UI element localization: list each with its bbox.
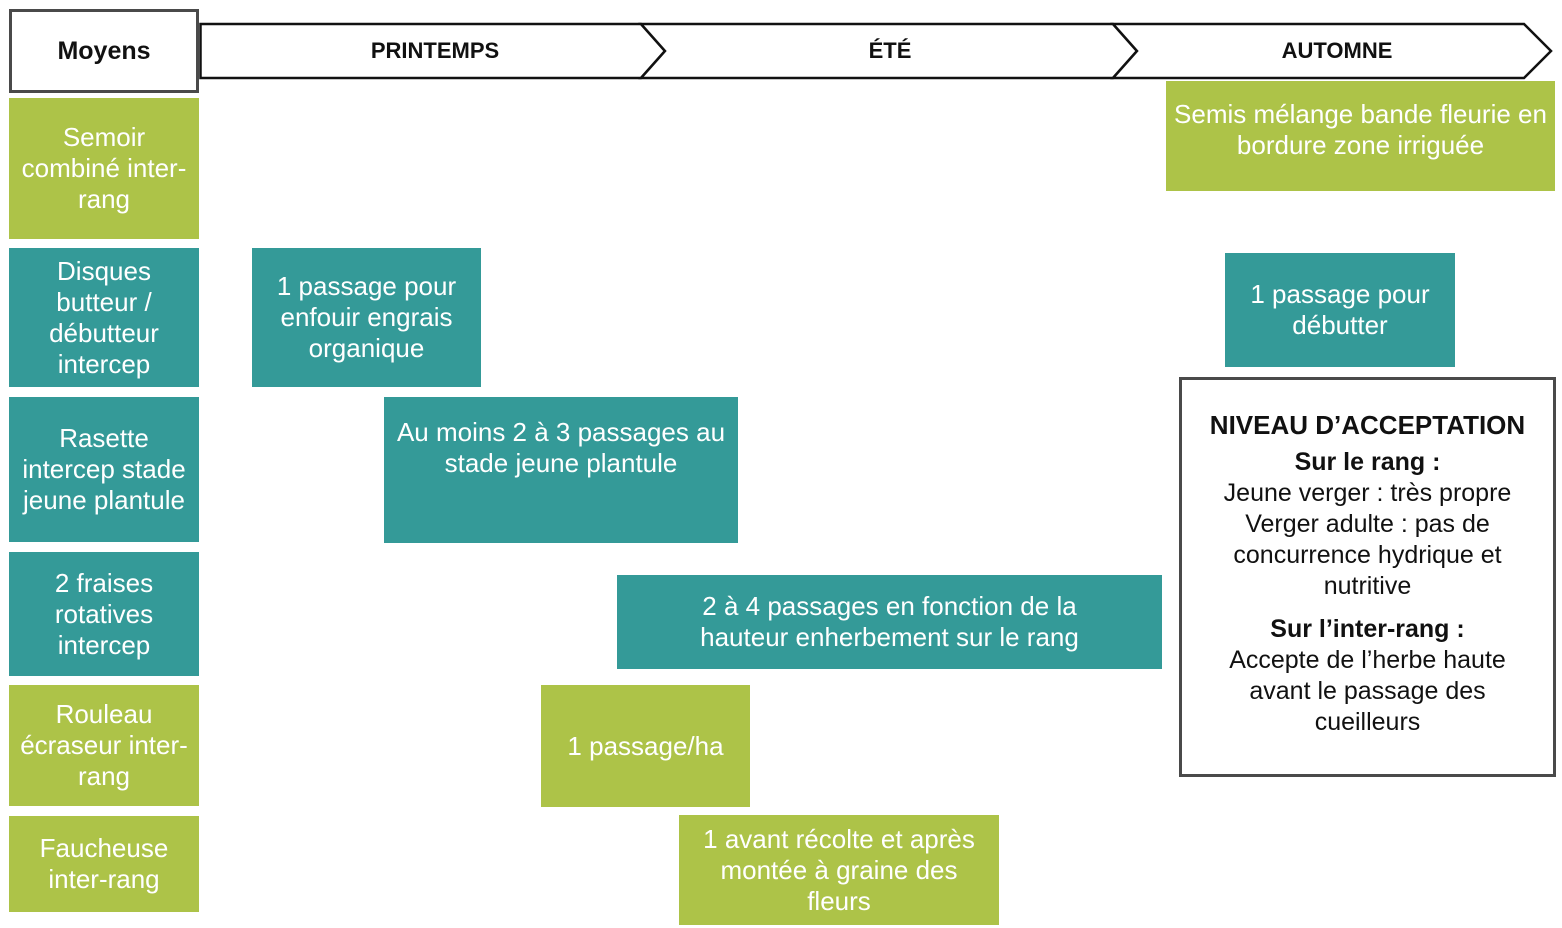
- action-enfouir-engrais: 1 passage pour enfouir engrais organique: [252, 248, 481, 387]
- acceptance-level-panel: NIVEAU D’ACCEPTATION Sur le rang : Jeune…: [1179, 377, 1556, 777]
- action-faucheuse-passage: 1 avant récolte et après montée à graine…: [679, 815, 999, 925]
- acceptance-interrang-text: Accepte de l’herbe haute avant le passag…: [1229, 646, 1506, 736]
- tool-fraises-rotatives: 2 fraises rotatives intercep: [9, 552, 199, 676]
- tool-faucheuse: Faucheuse inter-rang: [9, 816, 199, 912]
- action-rouleau-passage: 1 passage/ha: [541, 685, 750, 807]
- action-debutter: 1 passage pour débutter: [1225, 253, 1455, 367]
- season-timeline-arrows: [199, 22, 1553, 80]
- action-semis-bande-fleurie: Semis mélange bande fleurie en bordure z…: [1166, 81, 1555, 191]
- tool-semoir-combine: Semoir combiné inter-rang: [9, 98, 199, 239]
- action-rasette-passages: Au moins 2 à 3 passages au stade jeune p…: [384, 397, 738, 543]
- acceptance-rang-line1: Jeune verger : très propre: [1223, 479, 1512, 507]
- season-label-printemps: PRINTEMPS: [370, 38, 500, 63]
- action-fraises-passages: 2 à 4 passages en fonction de la hauteur…: [617, 575, 1162, 669]
- moyens-header: Moyens: [9, 9, 199, 93]
- season-arrow-automne: [1110, 22, 1553, 80]
- season-label-ete: ÉTÉ: [868, 38, 912, 63]
- acceptance-rang-title: Sur le rang :: [1294, 448, 1441, 476]
- acceptance-title: NIVEAU D’ACCEPTATION: [1209, 410, 1526, 440]
- season-label-automne: AUTOMNE: [1281, 38, 1393, 63]
- acceptance-interrang-title: Sur l’inter-rang :: [1270, 615, 1465, 643]
- acceptance-rang-line2: Verger adulte : pas de concurrence hydri…: [1233, 510, 1502, 600]
- tool-rasette-intercep: Rasette intercep stade jeune plantule: [9, 397, 199, 542]
- tool-disques-butteur: Disques butteur / débutteur intercep: [9, 248, 199, 387]
- tool-rouleau-ecraseur: Rouleau écraseur inter-rang: [9, 685, 199, 806]
